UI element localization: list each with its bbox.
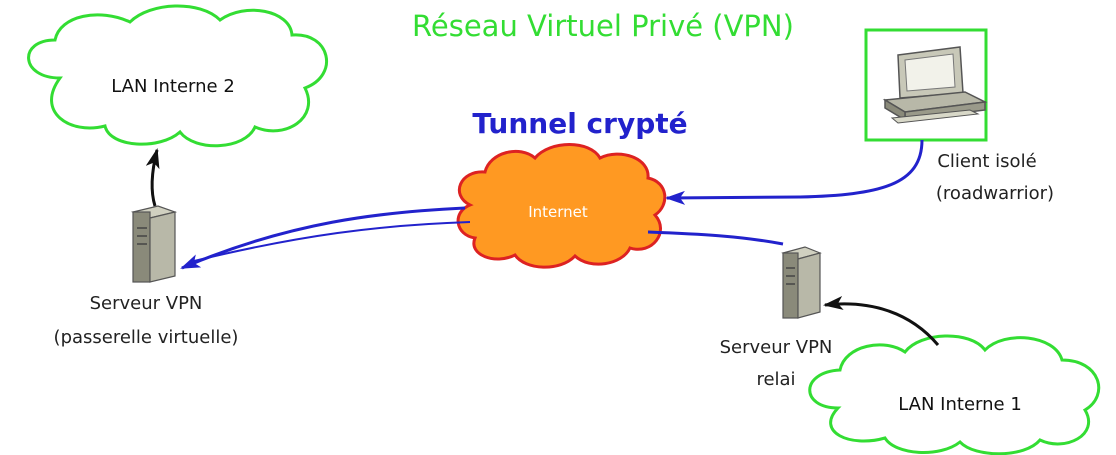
server-gateway: Serveur VPN (passerelle virtuelle) [54, 205, 239, 348]
lan-interne-2-label: LAN Interne 2 [111, 76, 235, 97]
tunnel-connections [180, 139, 924, 270]
client-label-line2: (roadwarrior) [936, 183, 1054, 204]
tunnel-client-to-internet [665, 139, 924, 205]
server-relay-label-line1: Serveur VPN [720, 337, 833, 358]
server-tower-icon [130, 205, 178, 283]
lan-interne-1-cloud: LAN Interne 1 [808, 334, 1101, 455]
server-tower-icon [781, 246, 822, 319]
lan-connections [145, 148, 940, 346]
server-gateway-label-line2: (passerelle virtuelle) [54, 327, 239, 348]
lan-interne-2-cloud: LAN Interne 2 [27, 4, 328, 148]
tunnel-relay-to-internet [647, 230, 784, 246]
diagram-title: Réseau Virtuel Privé (VPN) [412, 9, 794, 43]
tunnel-internet-to-gateway [180, 206, 466, 270]
client-label-line1: Client isolé [937, 151, 1036, 172]
internet-label: Internet [528, 203, 588, 221]
computer-icon [882, 46, 988, 124]
server-gateway-label-line1: Serveur VPN [90, 293, 203, 314]
tunnel-label: Tunnel crypté [472, 107, 687, 140]
lan1-to-relay-arrow [823, 296, 940, 346]
client-computer: Client isolé (roadwarrior) [864, 28, 1054, 204]
tunnel-internet-to-gateway-2 [189, 221, 471, 263]
gateway-to-lan2-arrow [145, 148, 160, 207]
server-relay: Serveur VPN relai [720, 246, 833, 390]
lan-interne-1-label: LAN Interne 1 [898, 394, 1022, 415]
server-relay-label-line2: relai [756, 369, 795, 390]
internet-cloud: Internet [456, 143, 667, 269]
